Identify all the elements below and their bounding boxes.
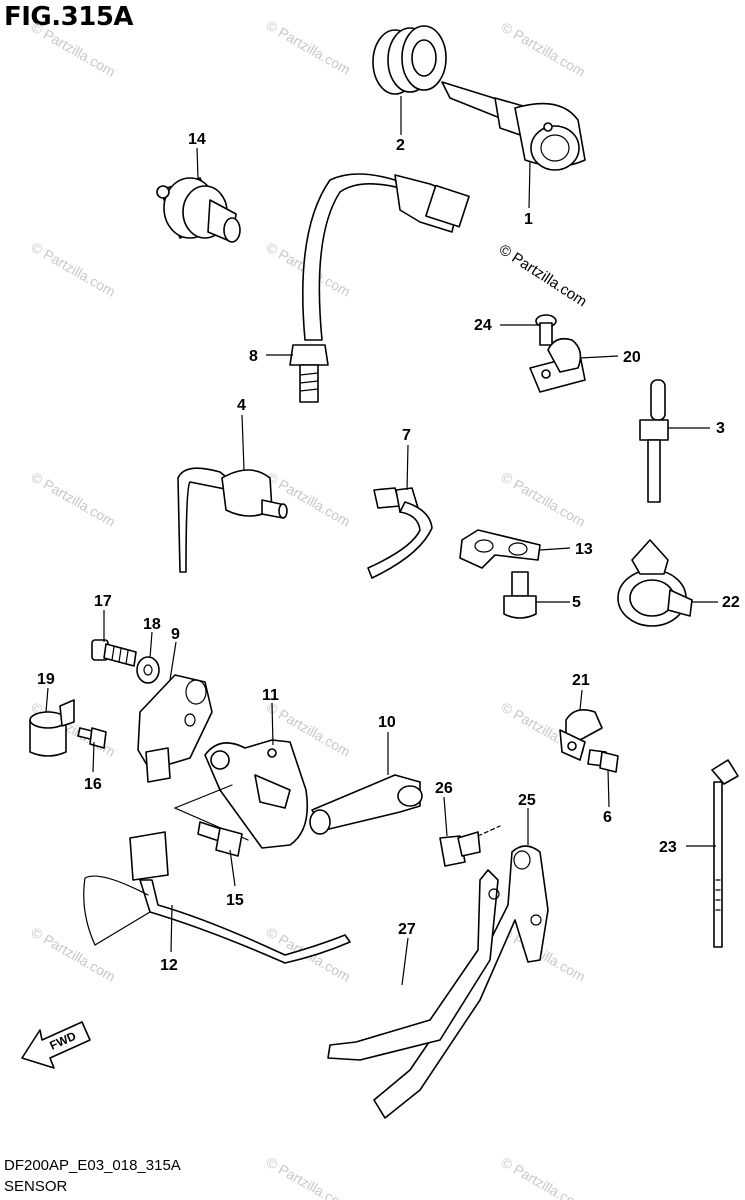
callout-labels: 1 2 3 4 5 6 7 8 9 10 11 12 13 14 15 16 1… [37,131,740,974]
section-name: SENSOR [4,1178,68,1195]
callout-26: 26 [435,780,453,797]
part-19-holder [29,699,75,757]
callout-27: 27 [398,921,416,938]
callout-10: 10 [378,714,396,731]
callout-18: 18 [143,616,161,633]
part-16-screw [77,727,107,749]
watermark: © Partzilla.com [29,19,119,80]
callout-17: 17 [94,593,112,610]
part-13-bracket [459,529,541,569]
callout-2: 2 [396,137,405,154]
callout-15: 15 [226,892,244,909]
figure-title: FIG.315A [4,2,134,32]
watermark: © Partzilla.com [29,924,119,985]
callout-9: 9 [171,626,180,643]
part-21-clamp [559,709,603,761]
part-15-bolt [197,821,243,857]
callout-4: 4 [237,397,246,414]
part-22-clip [617,539,693,627]
part-8-sensor-harness [289,173,470,403]
watermark: © Partzilla.com [264,469,354,530]
callout-11: 11 [262,687,279,704]
part-1-sensor [441,81,586,171]
callout-13: 13 [575,541,593,558]
callout-8: 8 [249,348,258,365]
callout-16: 16 [84,776,102,793]
callout-5: 5 [572,594,581,611]
part-27-arm [327,869,500,1061]
part-10-link [309,774,423,835]
part-20-clamp [529,337,586,393]
callout-23: 23 [659,839,677,856]
callout-7: 7 [402,427,411,444]
part-18-washer [136,656,160,684]
callout-6: 6 [603,809,612,826]
callout-20: 20 [623,349,641,366]
figure-code: DF200AP_E03_018_315A [4,1157,181,1174]
callout-1: 1 [524,211,533,228]
watermark: © Partzilla.com [499,19,589,80]
part-9-tps [137,674,213,783]
leader-lines [45,96,718,986]
part-26-bolt [439,825,501,867]
part-25-arm [373,845,549,1119]
callout-19: 19 [37,671,55,688]
part-5-bolt [503,571,537,619]
callout-12: 12 [160,957,178,974]
part-7-sensor [367,487,433,579]
part-6-bolt [587,749,619,773]
watermark: © Partzilla.com [29,469,119,530]
watermark-prominent: © Partzilla.com [496,241,590,310]
callout-24: 24 [474,317,492,334]
watermark: © Partzilla.com [499,1154,589,1200]
part-3-temp-sensor [639,379,669,503]
watermark: © Partzilla.com [499,469,589,530]
part-24-bolt [535,314,557,346]
watermark: © Partzilla.com [29,239,119,300]
part-17-bolt [91,639,137,667]
fwd-arrow: FWD [21,1021,91,1069]
watermark: © Partzilla.com [264,1154,354,1200]
callout-21: 21 [572,672,590,689]
part-12-harness [83,831,351,964]
part-2-grommet [372,25,447,95]
part-14-switch [156,177,241,243]
callout-25: 25 [518,792,536,809]
part-23-cable-tie [711,759,739,948]
callout-22: 22 [722,594,740,611]
part-4-knock-sensor [177,467,288,573]
callout-14: 14 [188,131,206,148]
callout-3: 3 [716,420,725,437]
watermark: © Partzilla.com [264,17,354,78]
part-11-bracket [173,739,309,849]
